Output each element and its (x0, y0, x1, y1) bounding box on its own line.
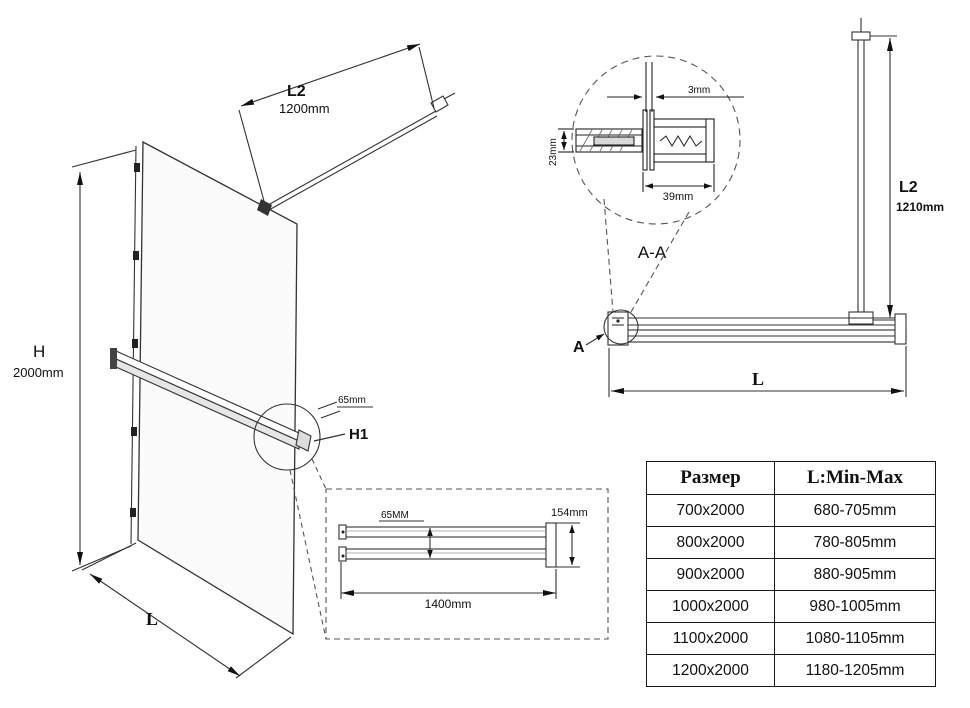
h-label: H (33, 342, 45, 361)
front-support-rod (848, 18, 874, 325)
table-row: 800x2000 780-805mm (646, 526, 936, 559)
table-row: 1200x2000 1180-1205mm (646, 654, 936, 687)
size-table-header-row: Размер L:Min-Max (646, 461, 936, 495)
glass-clamp-section (642, 109, 715, 171)
range-cell: 980-1005mm (774, 590, 936, 623)
tube-dimension: 23mm (548, 128, 574, 166)
front-view: L2 1210mm A L (573, 18, 944, 397)
size-table-header-size: Размер (646, 461, 775, 495)
h-value: 2000mm (13, 365, 64, 380)
detail-height-value: 154mm (551, 507, 588, 519)
size-table: Размер L:Min-Max 700x2000 680-705mm 800x… (646, 461, 936, 687)
tube-value: 23mm (548, 138, 559, 166)
detail-length-value: 1400mm (425, 597, 472, 611)
l2-value-iso: 1200mm (279, 101, 330, 116)
l-label-iso: L (146, 609, 158, 629)
size-table-header-range: L:Min-Max (774, 461, 936, 495)
range-cell: 1080-1105mm (774, 622, 936, 655)
glass-panel (137, 140, 298, 636)
l2-dimension-front: L2 1210mm (870, 35, 944, 321)
front-panel-assembly (607, 311, 907, 346)
wall-profile-clamps (130, 163, 140, 517)
detail-offset-dimension: 65MM (379, 510, 433, 558)
size-cell: 1200x2000 (646, 654, 775, 687)
size-cell: 700x2000 (646, 494, 775, 527)
bar-offset-dimension: 65mm H1 (313, 395, 373, 443)
bar-detail-view: 65MM 154mm 1400mm (325, 488, 609, 640)
l2-label-iso: L2 (287, 83, 306, 100)
gap-value: 3mm (688, 85, 710, 96)
section-leader-lines (603, 198, 690, 313)
table-row: 1100x2000 1080-1105mm (646, 622, 936, 655)
l-dimension-iso: L (81, 542, 292, 679)
detail-marker-label: A (573, 339, 585, 356)
h1-label: H1 (349, 426, 368, 443)
bar-wall-cap (110, 348, 117, 369)
detail-offset-value: 65MM (381, 510, 409, 521)
range-cell: 780-805mm (774, 526, 936, 559)
section-label: A-A (638, 243, 667, 262)
l-dimension-front: L (608, 346, 907, 397)
l2-value-front: 1210mm (896, 200, 944, 214)
gap-dimension: 3mm (607, 62, 744, 112)
size-cell: 1100x2000 (646, 622, 775, 655)
support-rod (257, 92, 456, 216)
detail-length-dimension: 1400mm (340, 562, 557, 611)
size-cell: 800x2000 (646, 526, 775, 559)
detail-box-border (325, 488, 609, 640)
bar-offset-value: 65mm (338, 395, 366, 406)
size-cell: 900x2000 (646, 558, 775, 591)
detail-marker-a: A (573, 309, 639, 356)
l2-dimension-iso: L2 1200mm (238, 43, 435, 202)
towel-bar (110, 348, 312, 452)
table-row: 900x2000 880-905mm (646, 558, 936, 591)
clamp-width-dimension: 39mm (642, 164, 715, 203)
bar-glass-connector (295, 429, 312, 452)
range-cell: 680-705mm (774, 494, 936, 527)
clamp-width-value: 39mm (663, 191, 694, 203)
section-circle (571, 55, 741, 225)
tube-cross-section (575, 128, 643, 153)
expander-bolt (593, 136, 635, 146)
table-row: 1000x2000 980-1005mm (646, 590, 936, 623)
rod-wall-anchor (430, 95, 449, 113)
section-detail-view: 3mm 23mm 39mm A-A (548, 55, 744, 313)
l2-label-front: L2 (899, 179, 918, 196)
rod-glass-clamp (257, 199, 272, 216)
table-row: 700x2000 680-705mm (646, 494, 936, 527)
detail-callout-circle (253, 403, 321, 471)
range-cell: 1180-1205mm (774, 654, 936, 687)
detail-leader-lines (289, 458, 327, 640)
l-label-front: L (752, 369, 764, 389)
size-cell: 1000x2000 (646, 590, 775, 623)
detail-height-dimension: 154mm (551, 507, 588, 568)
isometric-view: H 2000mm L L2 1200mm (13, 43, 456, 679)
h-dimension: H 2000mm (13, 149, 137, 572)
range-cell: 880-905mm (774, 558, 936, 591)
